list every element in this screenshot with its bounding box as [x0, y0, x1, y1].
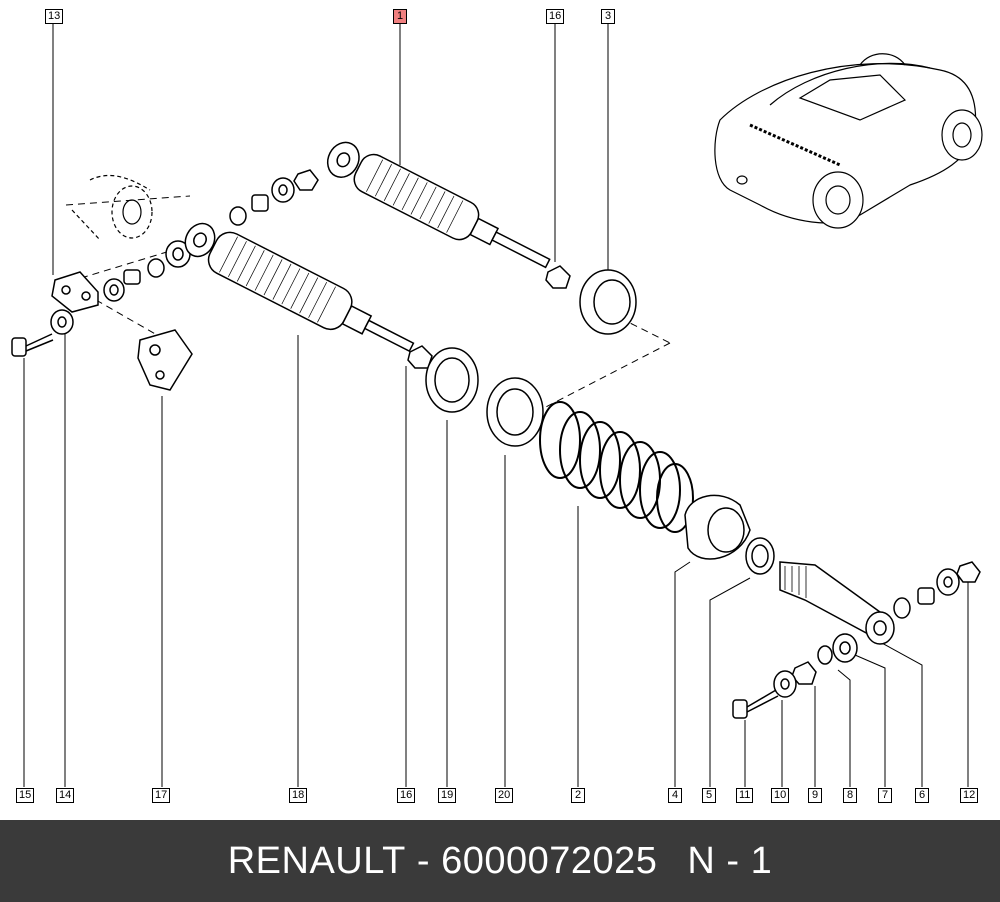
car-illustration [714, 53, 983, 229]
callout-8: 8 [843, 788, 857, 803]
callout-1: 1 [393, 9, 407, 24]
spring-cup-top [579, 269, 637, 335]
footer-brand: RENAULT [227, 839, 406, 882]
callout-6: 6 [915, 788, 929, 803]
callout-17: 17 [152, 788, 171, 803]
lower-eye-body [779, 561, 895, 645]
adjuster-rings [425, 347, 544, 447]
coil-spring [539, 401, 694, 533]
footer-page: N - 1 [687, 839, 773, 882]
chassis-mount [71, 174, 153, 241]
diagram-drawing [11, 24, 983, 787]
callout-7: 7 [878, 788, 892, 803]
exploded-parts-diagram: 13 1 16 3 15 14 17 18 16 19 20 2 4 5 11 … [11, 9, 983, 803]
callout-9: 9 [808, 788, 822, 803]
shock-absorber-lower [184, 222, 415, 353]
lower-seat [684, 494, 775, 575]
right-hardware [732, 561, 981, 719]
leader-lines [23, 24, 969, 787]
callout-19: 19 [438, 788, 457, 803]
footer-separator: - [405, 839, 442, 882]
callout-15: 15 [16, 788, 35, 803]
callout-16-top: 16 [546, 9, 565, 24]
callout-14: 14 [56, 788, 75, 803]
footer-part-number: 6000072025 [441, 839, 658, 882]
upper-small-hardware [229, 169, 571, 369]
callout-2: 2 [571, 788, 585, 803]
callout-18: 18 [289, 788, 308, 803]
left-hardware [11, 240, 193, 391]
callout-13: 13 [45, 9, 64, 24]
shock-absorber-upper [326, 141, 551, 269]
callout-16-bottom: 16 [397, 788, 416, 803]
callout-5: 5 [702, 788, 716, 803]
footer-bar: RENAULT - 6000072025 N - 1 [0, 820, 1000, 902]
callout-10: 10 [771, 788, 790, 803]
callout-12: 12 [960, 788, 979, 803]
callout-3: 3 [601, 9, 615, 24]
callout-4: 4 [668, 788, 682, 803]
callout-20: 20 [495, 788, 514, 803]
callout-11: 11 [736, 788, 754, 803]
